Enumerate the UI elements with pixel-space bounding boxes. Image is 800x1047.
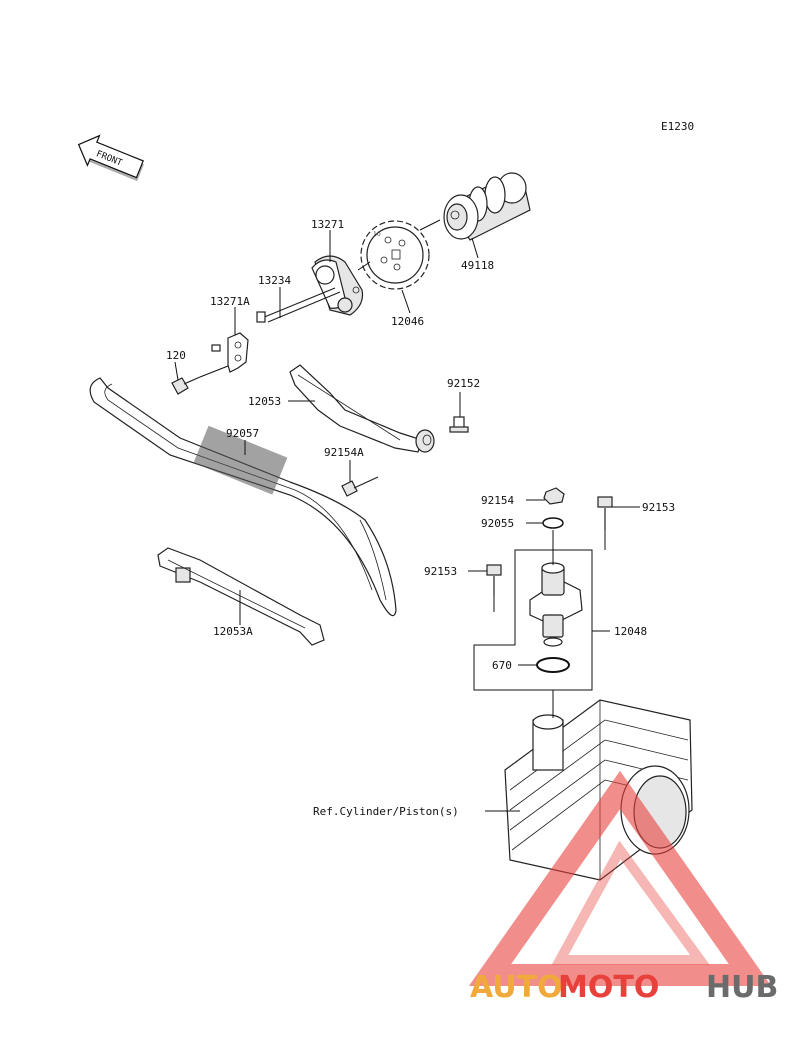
watermark-logo-icon [468, 770, 772, 986]
watermark-part2: MOTO [558, 970, 659, 1005]
diagram-code: E1230 [661, 120, 694, 133]
gasket-670 [536, 657, 570, 673]
label-92154a: 92154A [324, 446, 364, 459]
o-ring-92055 [542, 517, 564, 529]
label-92153-right: 92153 [642, 501, 675, 514]
label-12053a: 12053A [213, 625, 253, 638]
svg-text:10: 10 [373, 231, 381, 238]
label-92152: 92152 [447, 377, 480, 390]
camshaft [443, 172, 531, 241]
bolt-92153-right [597, 496, 613, 530]
label-13271: 13271 [311, 218, 344, 231]
chain-guide-lower [157, 547, 325, 646]
label-92154: 92154 [481, 494, 514, 507]
pin-92152 [449, 416, 469, 433]
tensioner [529, 562, 583, 647]
label-670: 670 [492, 659, 512, 672]
bracket [211, 332, 249, 373]
label-13234: 13234 [258, 274, 291, 287]
watermark-text: AUTO MOTO HUB [470, 970, 778, 1005]
front-arrow-icon: FRONT [77, 134, 144, 182]
label-12048: 12048 [614, 625, 647, 638]
bolt-92154A [341, 476, 379, 497]
decompressor-assembly [256, 255, 364, 323]
watermark-part3: HUB [706, 970, 778, 1005]
watermark-part1: AUTO [470, 970, 563, 1005]
label-12053: 12053 [248, 395, 281, 408]
label-92153-left: 92153 [424, 565, 457, 578]
label-ref-cylinder: Ref.Cylinder/Piston(s) [313, 805, 459, 818]
label-12046: 12046 [391, 315, 424, 328]
bolt-92153-left [486, 564, 502, 596]
leader-lines [174, 219, 640, 812]
part-labels: 13271 13234 13271A 120 12046 49118 12053… [166, 218, 675, 818]
label-92057: 92057 [226, 427, 259, 440]
tensioner-box [473, 549, 593, 691]
chain-guide [289, 364, 435, 453]
label-120: 120 [166, 349, 186, 362]
bolt-120 [171, 376, 201, 395]
cam-chain [89, 377, 397, 617]
label-13271a: 13271A [210, 295, 250, 308]
chain-links [193, 425, 288, 495]
label-92055: 92055 [481, 517, 514, 530]
cam-sprocket: 10 [360, 220, 430, 290]
label-49118: 49118 [461, 259, 494, 272]
cap-bolt-92154 [543, 487, 565, 505]
